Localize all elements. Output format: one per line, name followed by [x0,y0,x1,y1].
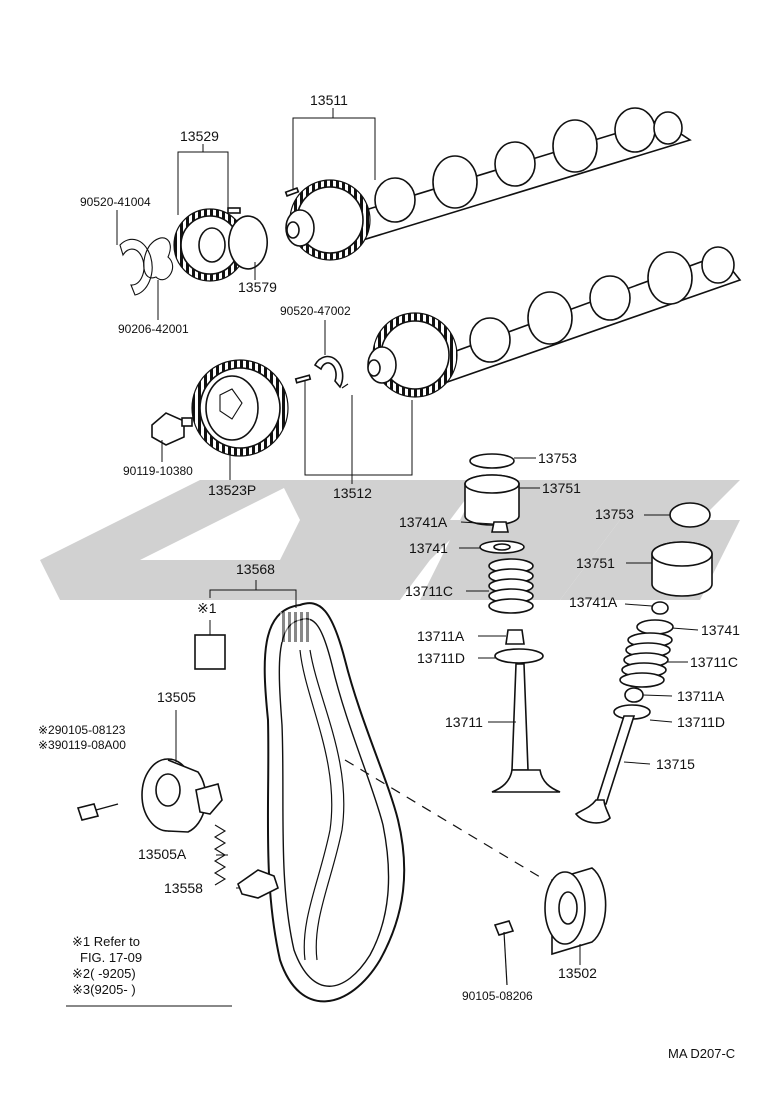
label-retainer-lock-1: 13741A [399,514,448,530]
lower-camshaft [294,246,742,398]
label-seat-2: 13711D [677,714,726,730]
note-2-mark: ※2 [72,966,91,981]
label-camshaft-gear: 13529 [180,128,219,144]
note-3: ※3(9205- ) [72,982,232,998]
note-1: ※1 Refer to [72,934,232,950]
label-lifter-1: 13751 [542,480,581,496]
label-timing-belt: 13568 [236,561,275,577]
label-ref-mark: ※1 [197,600,217,616]
label-valve-exhaust: 13715 [656,756,695,772]
label-lifter-2: 13751 [576,555,615,571]
note-2: ※2( -9205) [72,966,232,982]
label-spring-2: 13711C [690,654,739,670]
label-tensioner: 13505 [157,689,196,705]
label-seal-2: 13711A [677,688,725,704]
label-shim-2: 13753 [595,506,634,522]
footnotes: ※1 Refer to FIG. 17-09 ※2( -9205) ※3(920… [72,934,232,998]
label-gear-ring: 13579 [238,279,277,295]
label-shim-1: 13753 [538,450,577,466]
label-spring-1: 13711C [405,583,454,599]
upper-camshaft [284,107,692,261]
tensioner [76,758,279,899]
watermark-logo [40,480,740,600]
label-tension-spring: 13505A [138,846,187,862]
label-camshaft-pulley: 13523P [208,482,257,498]
note-1-ref: FIG. 17-09 [80,950,143,965]
valve-stack-2 [574,502,713,824]
label-retainer-2: 13741 [701,622,740,638]
idler-pulley [493,867,607,986]
note-3-mark: ※3 [72,982,91,997]
label-retainer-1: 13741 [409,540,448,556]
ref-box [194,634,226,670]
label-bracket: 13558 [164,880,203,896]
label-idler-bolt: 90105-08206 [462,989,533,1003]
label-retainer-lock-2: 13741A [569,594,618,610]
label-idler: 13502 [558,965,597,981]
label-snap-ring-2: 90520-47002 [280,304,351,318]
label-wave-washer: 90206-42001 [118,322,189,336]
label-seal-1: 13711A [417,628,465,644]
note-1-mark: ※1 [72,934,91,949]
label-seat-1: 13711D [417,650,466,666]
drawing-number: MA D207-C [668,1046,736,1061]
label-snap-ring: 90520-41004 [80,195,151,209]
label-bolt-b: ※390119-08A00 [38,738,126,752]
label-valve-intake: 13711 [445,714,483,730]
label-pulley-bolt: 90119-10380 [123,464,193,478]
leader-lines [66,108,699,1007]
note-1-text: Refer to [93,934,140,949]
label-bolt-a: ※290105-08123 [38,723,126,737]
label-camshaft-assy: 13511 [310,92,348,108]
note-3-text: (9205- ) [90,982,136,997]
camshaft-pulley [151,359,289,457]
valve-stack-1 [464,453,561,793]
label-camshaft-2: 13512 [333,485,372,501]
note-2-text: ( -9205) [90,966,136,981]
camshaft-gear [119,207,268,296]
timing-belt [263,602,406,1003]
